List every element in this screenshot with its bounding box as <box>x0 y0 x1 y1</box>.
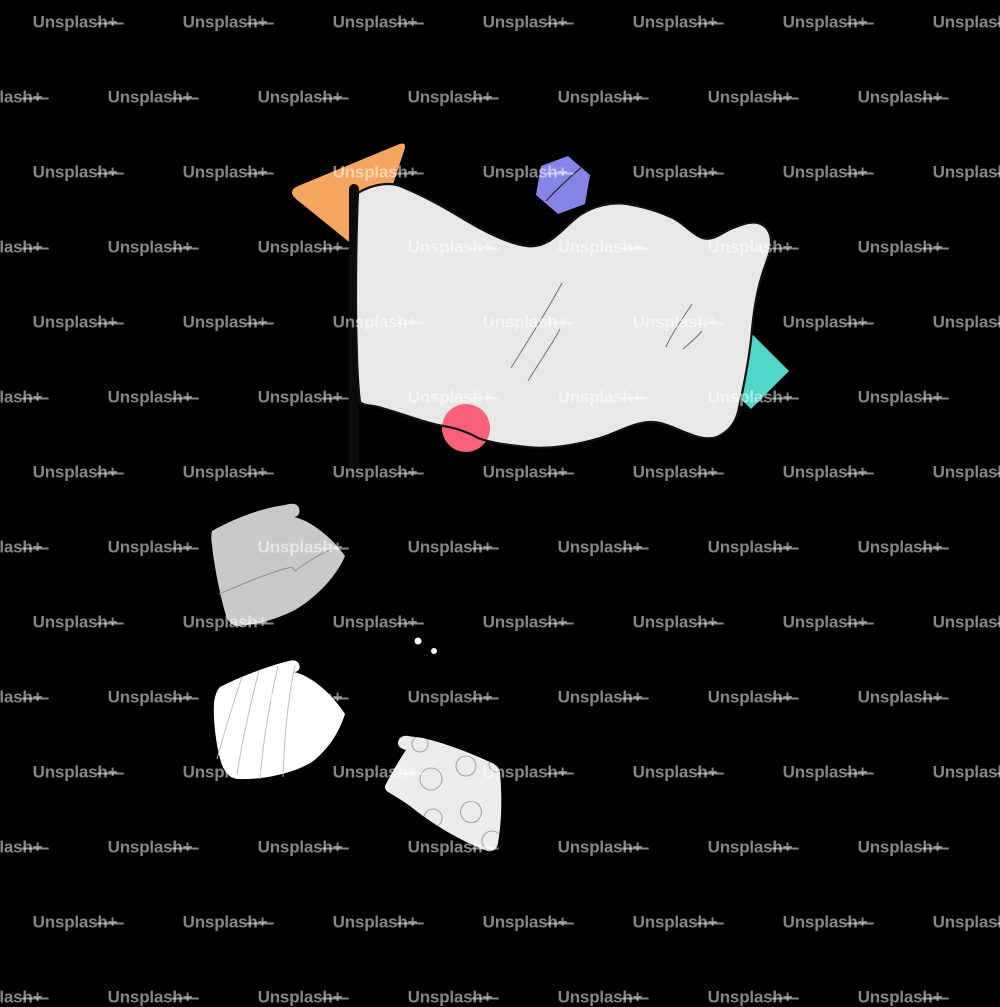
banner-gray <box>211 503 345 626</box>
stripe-line <box>282 664 296 778</box>
banner-gray-crease <box>218 548 334 595</box>
flag-outline <box>354 182 773 449</box>
dot-small <box>431 648 437 654</box>
polka-dot <box>419 767 443 791</box>
polka-dot <box>455 755 477 777</box>
dot-small <box>414 637 422 645</box>
stripe-line <box>236 670 260 776</box>
banner-dotted <box>384 735 502 852</box>
stripe-line <box>259 665 279 780</box>
crease-line <box>527 328 561 382</box>
crease-line <box>665 303 693 348</box>
banner-striped <box>213 660 345 780</box>
stripe-line <box>216 676 243 760</box>
flag-cloth <box>356 184 771 448</box>
circle-shape <box>442 404 490 452</box>
crease-line <box>510 282 563 369</box>
crease-line <box>682 330 703 350</box>
polka-dot <box>459 800 483 824</box>
flag-creases <box>510 282 703 382</box>
banner-stripes <box>216 664 296 780</box>
hexagon-shape <box>536 156 590 214</box>
hexagon-crease-line <box>545 165 584 202</box>
